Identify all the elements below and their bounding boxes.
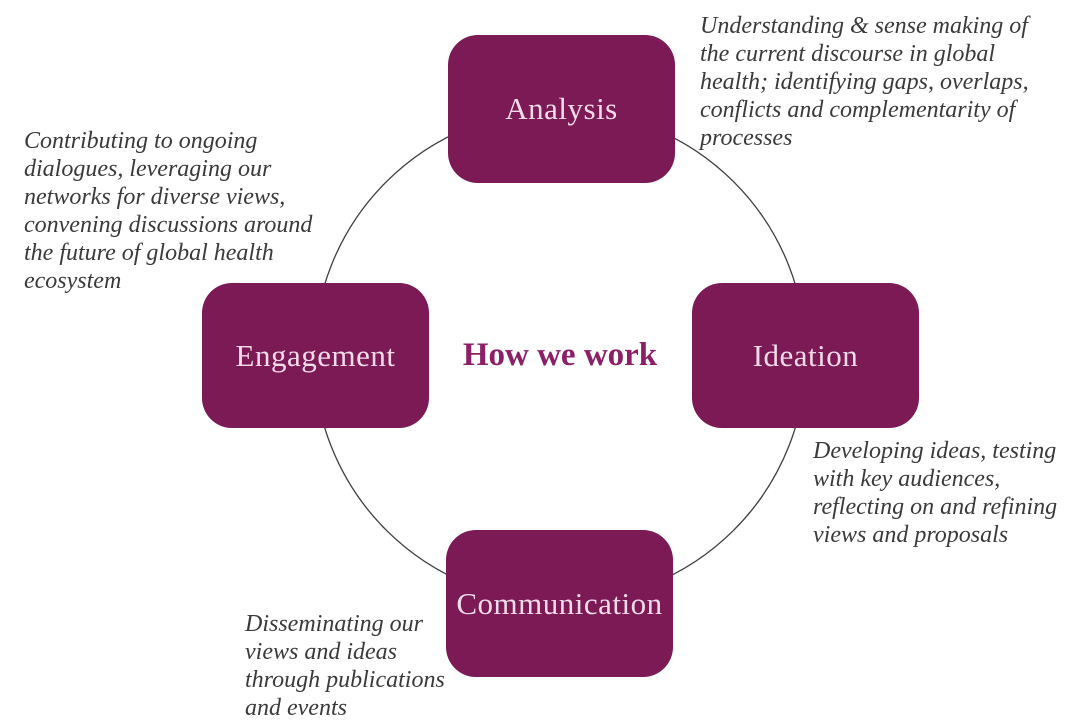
node-communication-label: Communication [456, 585, 663, 621]
node-engagement: Engagement [202, 283, 429, 428]
diagram-title: How we work [462, 337, 658, 373]
node-analysis: Analysis [448, 35, 675, 183]
annotation-analysis: Understanding & sense making of the curr… [700, 13, 1029, 151]
node-engagement-label: Engagement [235, 337, 396, 373]
annotation-ideation: Developing ideas, testing with key audie… [813, 438, 1058, 548]
annotation-engagement: Contributing to ongoing dialogues, lever… [24, 128, 313, 294]
node-ideation: Ideation [692, 283, 919, 428]
node-communication: Communication [446, 530, 673, 677]
node-analysis-label: Analysis [505, 91, 618, 126]
node-ideation-label: Ideation [752, 337, 859, 373]
annotation-communication: Disseminating our views and ideas throug… [245, 611, 445, 721]
